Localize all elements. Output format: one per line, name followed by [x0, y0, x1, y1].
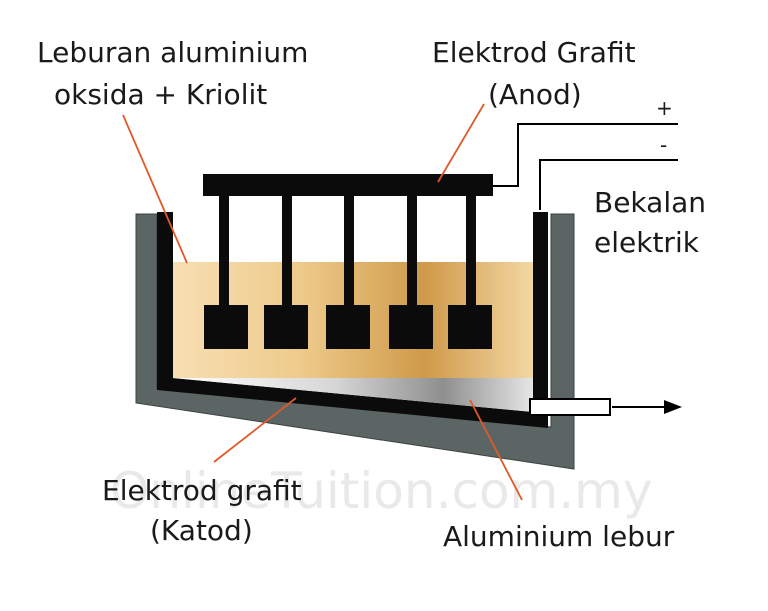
label-molten-aluminium: Aluminium lebur — [443, 520, 675, 553]
anode-block — [389, 305, 433, 349]
anode-rod — [466, 196, 476, 308]
anode-bus-bar — [203, 174, 493, 196]
anode-block — [204, 305, 248, 349]
label-molten-mixture-line1: Leburan aluminium — [37, 36, 308, 69]
molten-aluminium-layer — [173, 378, 533, 412]
negative-terminal-sign: - — [660, 133, 667, 157]
label-supply-line2: elektrik — [594, 226, 700, 259]
leader-cathode — [213, 397, 297, 463]
positive-wire — [493, 123, 678, 187]
label-molten-mixture-line2: oksida + Kriolit — [54, 78, 267, 111]
label-cathode-line1: Elektrod grafit — [102, 474, 302, 507]
anode-rod — [282, 196, 292, 308]
label-supply-line1: Bekalan — [594, 186, 706, 219]
negative-wire — [539, 159, 678, 210]
leader-anode — [437, 103, 485, 183]
positive-terminal-sign: + — [656, 96, 673, 120]
arrow-right-icon — [664, 400, 682, 414]
anode-rod — [407, 196, 417, 308]
label-anode-line1: Elektrod Grafit — [432, 36, 636, 69]
anode-rod — [219, 196, 229, 308]
anode-block — [448, 305, 492, 349]
anode-assembly — [203, 174, 493, 349]
watermark: OnlineTuition.com.my — [110, 462, 652, 520]
anode-block — [264, 305, 308, 349]
tapping-outlet — [529, 398, 611, 416]
anode-block — [326, 305, 370, 349]
label-anode-line2: (Anod) — [488, 78, 582, 111]
leader-electrolyte — [122, 114, 188, 264]
anode-rod — [344, 196, 354, 308]
label-cathode-line2: (Katod) — [150, 514, 253, 547]
leader-aluminium — [469, 399, 523, 501]
